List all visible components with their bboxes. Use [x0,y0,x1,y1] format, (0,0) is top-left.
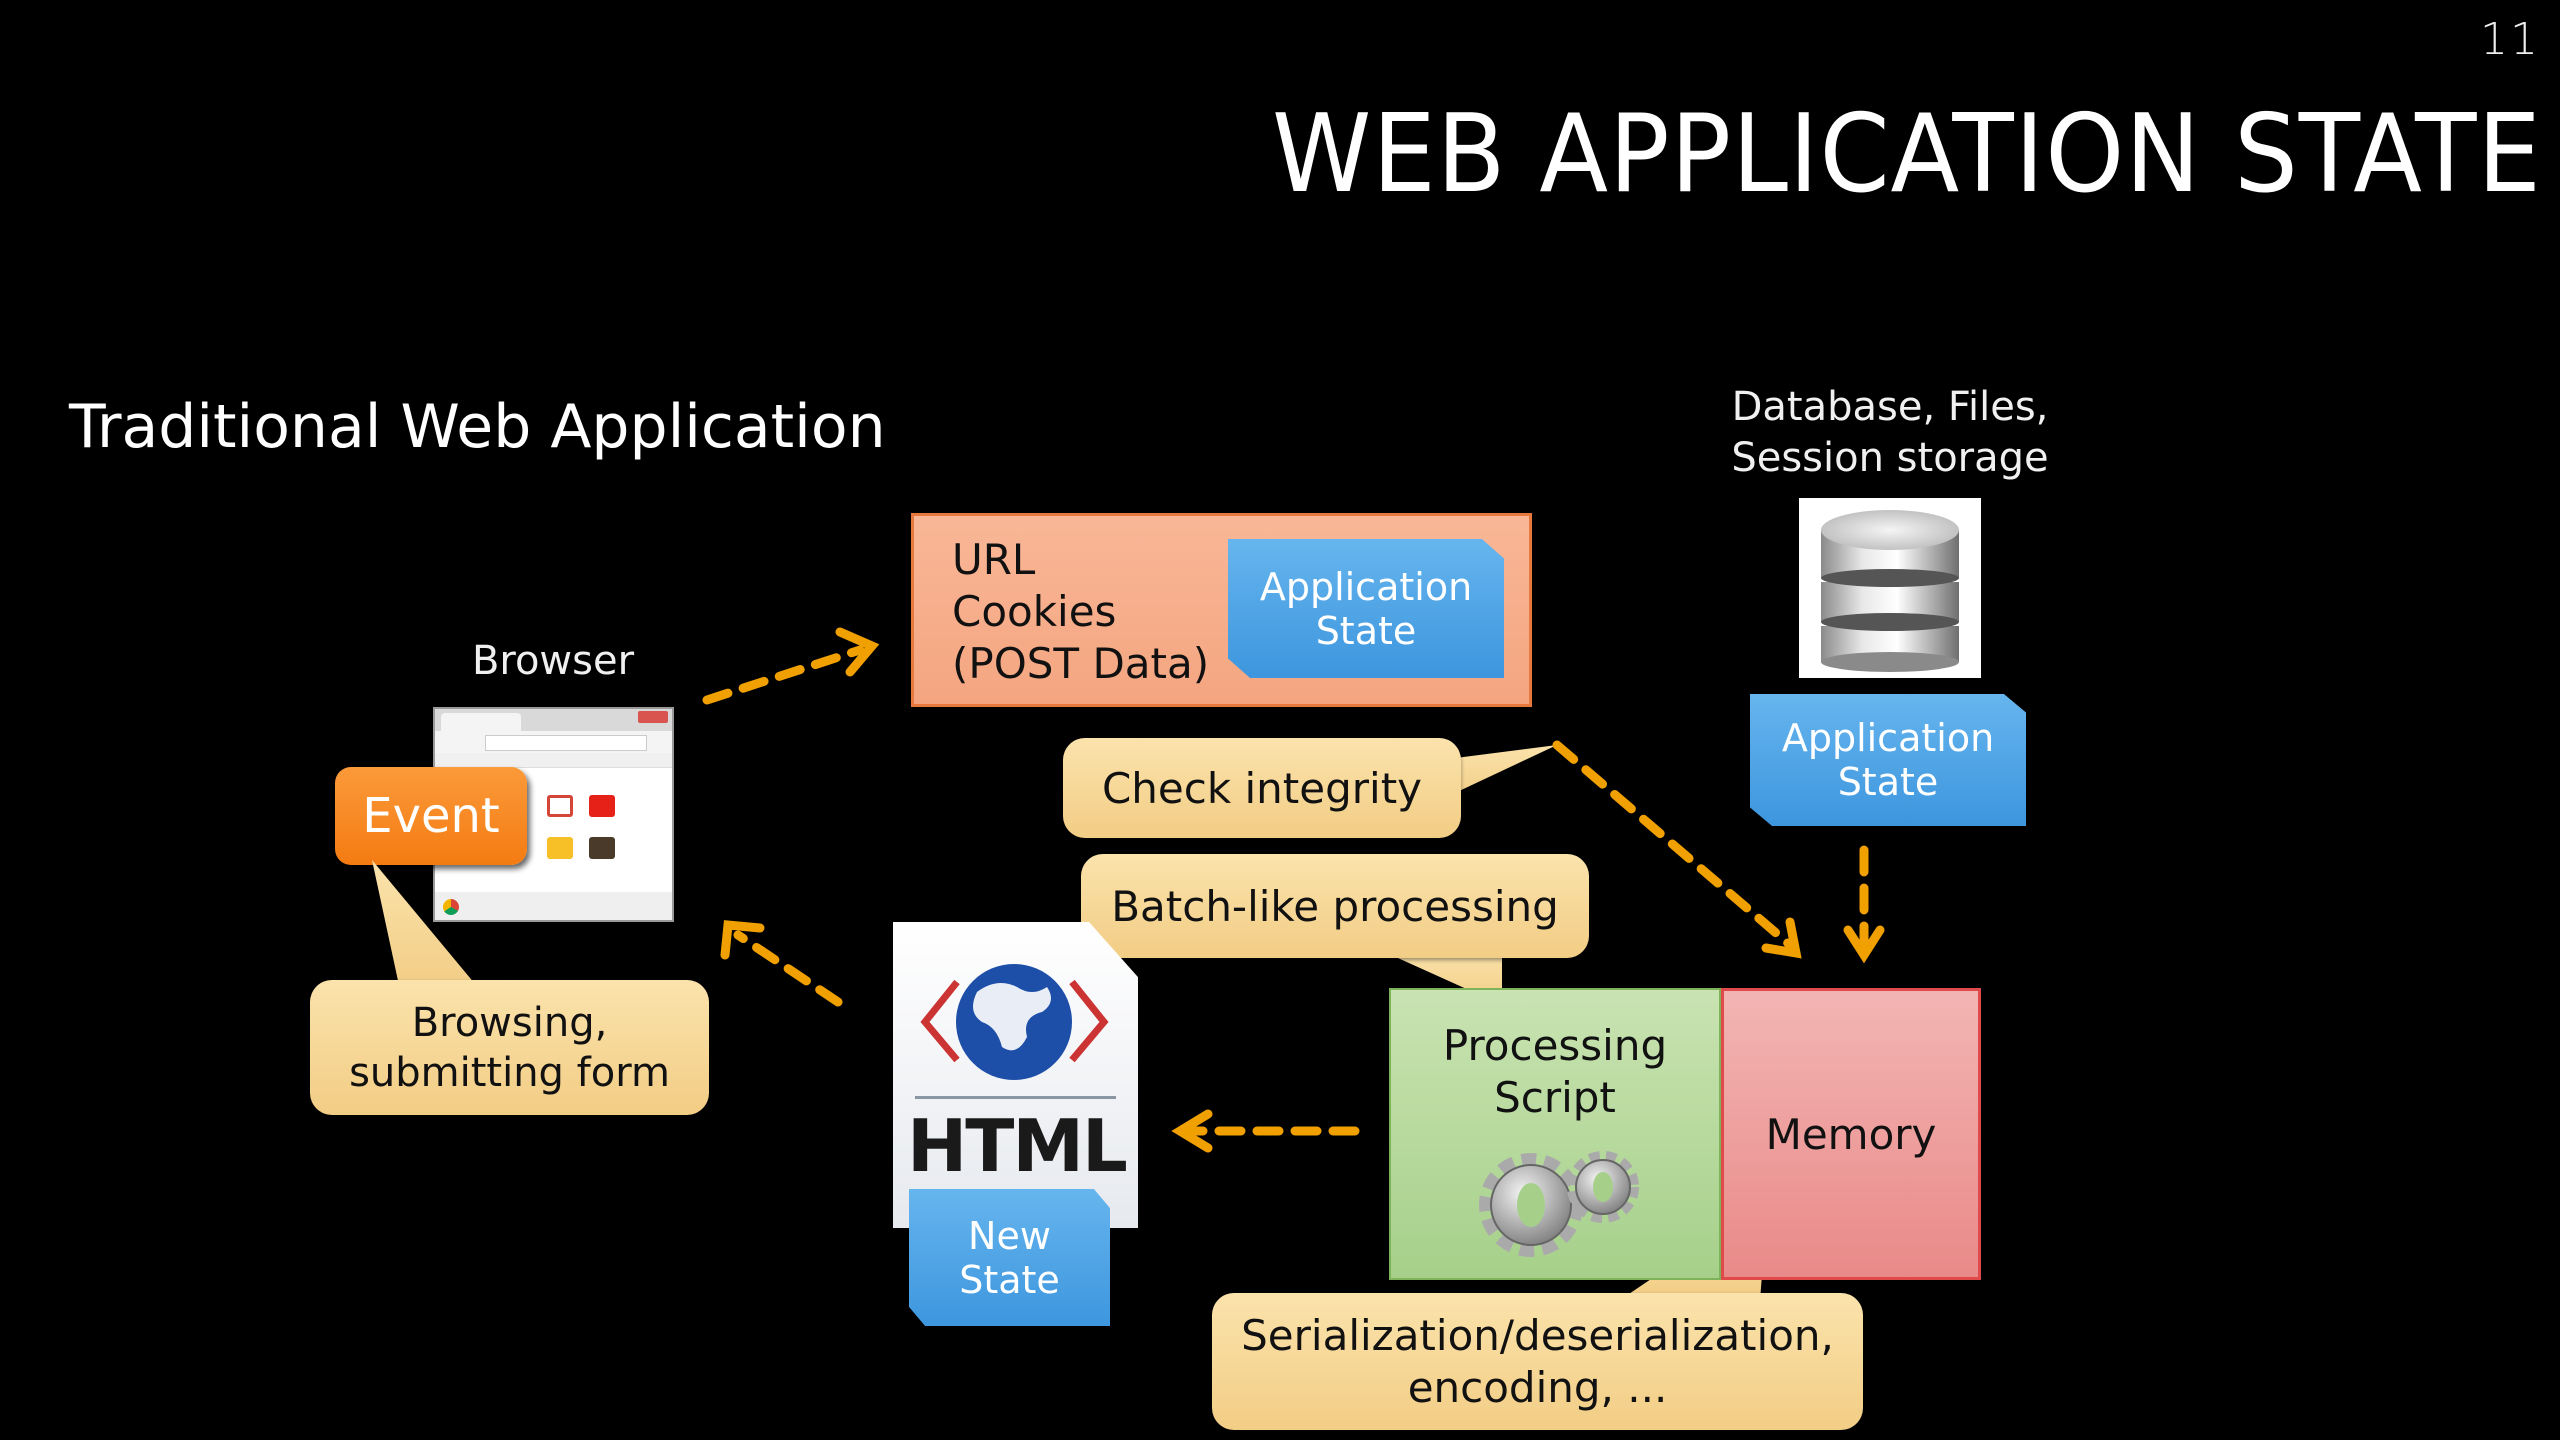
browser-label: Browser [471,638,635,684]
html-label: HTML [907,1104,1128,1188]
callout-batch-processing: Batch-like processing [1081,854,1589,958]
state-label-line: Application [1781,716,1995,760]
gmail-icon [547,795,573,817]
callout-serialization: Serialization/deserialization,encoding, … [1212,1293,1863,1430]
state-label-line: State [1315,608,1417,653]
arrow-head [1171,1109,1213,1153]
database-icon [1799,498,1981,678]
callout-line: submitting form [349,1049,670,1096]
request-line-cookies: Cookies [952,587,1117,636]
keep-icon [547,837,573,859]
processing-label-line: Script [1494,1073,1616,1122]
state-label-line: State [1837,760,1939,804]
chrome-logo-icon [443,899,459,915]
request-line-post: (POST Data) [952,639,1210,688]
callout-browsing: Browsing,submitting form [310,980,709,1115]
arrow-head [835,627,880,677]
html-document-icon: HTML [893,922,1138,1228]
close-icon [638,711,668,723]
callout-line: Browsing, [411,999,608,1046]
state-label-line: New [968,1213,1051,1258]
address-bar [485,735,647,751]
processing-label-line: Processing [1442,1021,1668,1070]
callout-line: Serialization/deserialization, [1241,1310,1834,1360]
arrow-html-to-browser [733,930,843,1007]
slide-title: WEB APPLICATION STATE [1272,92,2542,217]
bookmarks-bar [435,753,672,768]
browser-footer [435,892,672,920]
youtube-icon [589,795,615,817]
arrow-head [720,920,765,960]
request-line-url: URL [952,535,1036,584]
event-box: Event [335,767,527,865]
slide-subtitle: Traditional Web Application [69,392,886,462]
state-label-line: Application [1259,564,1473,609]
page-number: 11 [2480,14,2540,65]
callout-line: encoding, ... [1407,1362,1668,1412]
storage-label: Database, Files, Session storage [1700,382,2080,484]
storage-label-line: Session storage [1731,435,2049,481]
memory-box: Memory [1721,988,1981,1280]
globe-icon [920,964,1109,1080]
state-label-line: State [959,1257,1060,1302]
arrow-head [1761,917,1802,959]
browser-tab-bar [435,709,672,731]
arrow-head [1843,925,1885,964]
gears-icon [1479,1151,1639,1257]
browser-tab [441,713,521,731]
arrow-browser-to-request [702,645,865,705]
processing-script-box: Processing Script [1389,988,1721,1280]
storage-label-line: Database, Files, [1731,384,2049,430]
callout-check-integrity: Check integrity [1063,738,1461,838]
app-icon [589,837,615,859]
divider [915,1096,1116,1099]
